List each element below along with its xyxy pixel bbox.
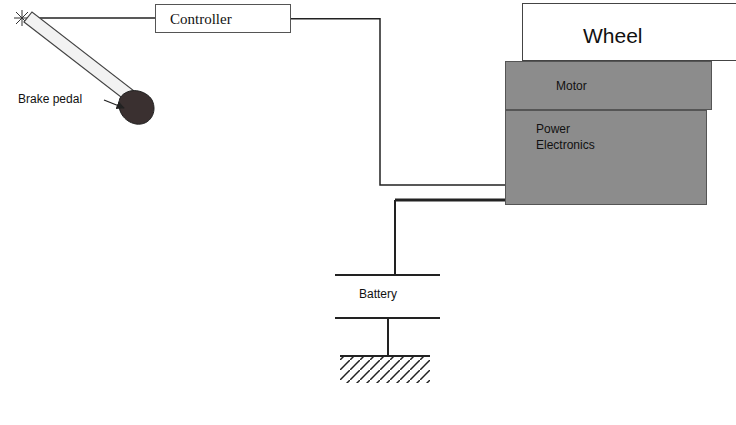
box-label: Controller: [170, 9, 284, 29]
box-label: Wheel: [583, 22, 736, 50]
pedal-arm: [24, 12, 138, 104]
box-label: Motor: [556, 78, 711, 94]
ground-hatch: [340, 357, 430, 383]
ground-symbol: [340, 355, 430, 357]
box-label: Power Electronics: [536, 121, 616, 153]
part-label: Brake pedal: [18, 92, 82, 106]
wheel-box: Wheel: [522, 3, 736, 61]
battery-plate: [335, 274, 440, 276]
controller-box: Controller: [155, 4, 291, 33]
motor-box: Motor: [505, 61, 712, 110]
leader-arrow: [104, 100, 124, 108]
battery-wire: [395, 199, 505, 202]
pedal-wire: [36, 17, 155, 19]
power-electronics-box: Power Electronics: [505, 110, 707, 205]
battery-wire: [394, 200, 396, 275]
pedal-pad: [119, 91, 154, 125]
ground-wire: [387, 318, 389, 356]
part-label: Battery: [359, 287, 397, 301]
signal-wire: [291, 19, 505, 185]
